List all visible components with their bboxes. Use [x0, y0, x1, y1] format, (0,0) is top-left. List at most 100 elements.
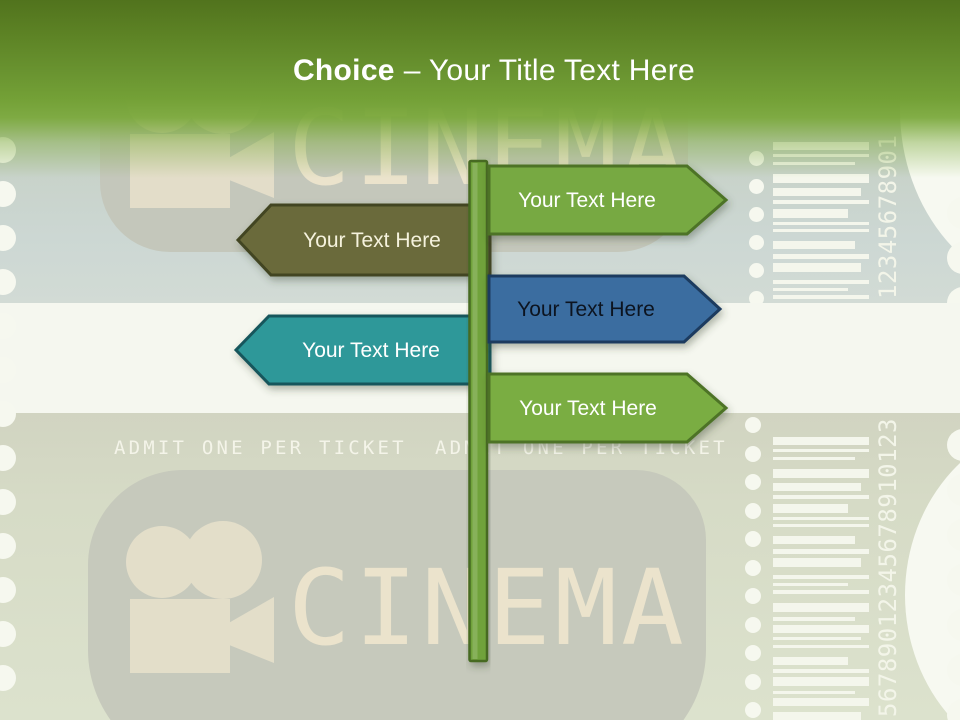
perforation-dot: [947, 654, 960, 686]
perforation-dot: [0, 533, 16, 559]
sign-3-label[interactable]: Your Text Here: [517, 298, 655, 321]
barcode-bar: [773, 437, 869, 445]
slide-header: Choice– Your Title Text Here: [0, 0, 960, 178]
barcode-bar: [773, 457, 855, 460]
perforation-dot: [748, 234, 764, 250]
sign-5-arrow-shape[interactable]: [487, 372, 729, 444]
sign-1-label[interactable]: Your Text Here: [518, 189, 656, 212]
barcode-bar: [773, 295, 869, 299]
camera-body: [130, 599, 230, 673]
barcode-bar: [773, 657, 848, 665]
signpost-pole: [468, 159, 489, 663]
barcode-bar: [773, 583, 848, 586]
barcode-bar: [773, 222, 869, 225]
perforation-dot: [748, 206, 764, 222]
barcode-bar: [773, 254, 869, 259]
barcode-bar: [773, 495, 869, 499]
perforation-dot: [745, 673, 761, 690]
perforation-dot: [947, 474, 960, 506]
perforation-dot: [745, 559, 761, 576]
barcode-bar: [773, 669, 869, 673]
slide-title[interactable]: Choice– Your Title Text Here: [0, 0, 960, 88]
perforation-dot: [745, 702, 761, 718]
perforation-dot: [748, 262, 764, 278]
perforation-dot: [0, 269, 16, 295]
barcode-bar: [773, 637, 862, 640]
perforation-dot: [0, 621, 16, 647]
barcode-bar: [773, 188, 862, 196]
perforation-dot: [0, 313, 16, 339]
barcode-bar: [773, 698, 869, 706]
perforation-dot: [947, 429, 960, 461]
barcode-bar: [773, 590, 869, 594]
barcode-bar: [773, 691, 855, 694]
admit-one-text: ADMIT ONE PER TICKET: [114, 437, 407, 459]
perforation-dot: [745, 616, 761, 633]
perforation-dot: [0, 577, 16, 603]
title-text: – Your Title Text Here: [403, 54, 696, 87]
barcode-bar: [773, 280, 869, 284]
perforation-dot: [0, 181, 16, 207]
perforation-dot: [0, 357, 16, 383]
barcode-bar: [773, 677, 869, 686]
barcode-bar: [773, 200, 869, 204]
barcode-bar: [773, 288, 848, 291]
barcode-bar: [773, 241, 855, 249]
perforation-dot: [745, 645, 761, 661]
barcode: [773, 437, 869, 720]
title-keyword: Choice: [292, 54, 395, 87]
perforation-dot: [947, 242, 960, 274]
sign-2-left[interactable]: Your Text Here: [235, 203, 492, 277]
perforation-dot: [745, 502, 761, 519]
barcode-bar: [773, 517, 869, 520]
barcode-bar: [773, 174, 869, 183]
sign-5-label[interactable]: Your Text Here: [519, 397, 657, 420]
perforation-dot: [745, 588, 761, 604]
sign-4-left[interactable]: Your Text Here: [233, 314, 492, 386]
barcode-bar: [773, 229, 869, 232]
movie-camera-icon: [126, 521, 274, 673]
sign-2-label[interactable]: Your Text Here: [303, 229, 441, 252]
pole-highlight: [472, 163, 478, 659]
barcode-bar: [773, 469, 869, 478]
barcode-bar: [773, 558, 862, 567]
barcode-bar: [773, 549, 869, 554]
perforation-dot: [0, 665, 16, 691]
sign-3-arrow-shape[interactable]: [487, 274, 723, 344]
perforation-dot: [0, 225, 16, 251]
perforation-dot: [947, 519, 960, 551]
ticket-bottom-panel: [88, 470, 706, 720]
perforation-dot: [0, 489, 16, 515]
sign-4-label[interactable]: Your Text Here: [302, 339, 440, 362]
barcode-bar: [773, 575, 869, 579]
perforation-dot: [745, 474, 761, 490]
barcode-bar: [773, 449, 869, 452]
barcode-bar: [773, 504, 848, 513]
perforation-dot: [947, 197, 960, 229]
barcode-bar: [773, 712, 862, 720]
sign-3-right[interactable]: Your Text Here: [487, 274, 723, 344]
perforation-dot: [745, 417, 761, 433]
film-reel-icon: [184, 521, 262, 599]
perforation-dot: [947, 609, 960, 641]
sign-5-right[interactable]: Your Text Here: [487, 372, 729, 444]
perforation-dot: [0, 445, 16, 471]
barcode-bar: [773, 483, 862, 491]
perforation-dot: [947, 699, 960, 720]
barcode-bar: [773, 603, 869, 612]
perforation-dot: [745, 531, 761, 547]
barcode-bar: [773, 263, 862, 272]
perforation-dot: [745, 445, 761, 462]
sign-1-right[interactable]: Your Text Here: [487, 164, 729, 236]
perforation-dot: [748, 290, 764, 303]
barcode-bar: [773, 625, 869, 633]
perforation-dot: [748, 178, 764, 194]
sign-2-arrow-shape[interactable]: [235, 203, 492, 277]
perforation-dot: [0, 401, 16, 427]
barcode-bar: [773, 209, 848, 218]
sign-1-arrow-shape[interactable]: [487, 164, 729, 236]
barcode-bar: [773, 617, 855, 621]
barcode-bar: [773, 536, 855, 544]
